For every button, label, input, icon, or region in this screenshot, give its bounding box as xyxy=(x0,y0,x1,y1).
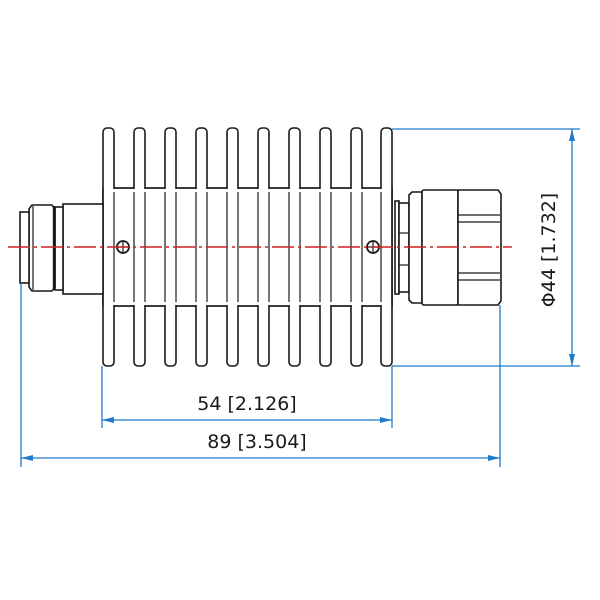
dimension-label-54: 54 [2.126] xyxy=(197,393,296,415)
dimension-overall-length: 89 [3.504] xyxy=(21,431,500,461)
left-connector xyxy=(19,203,104,295)
dimension-label-89: 89 [3.504] xyxy=(207,431,306,453)
dimension-label-diameter: Φ44 [1.732] xyxy=(538,193,560,307)
left-connector-body xyxy=(62,203,104,295)
left-connector-ring xyxy=(54,206,64,291)
extension-lines xyxy=(20,128,580,467)
dimension-diameter: Φ44 [1.732] xyxy=(538,129,575,366)
dimension-body-length: 54 [2.126] xyxy=(102,393,392,423)
